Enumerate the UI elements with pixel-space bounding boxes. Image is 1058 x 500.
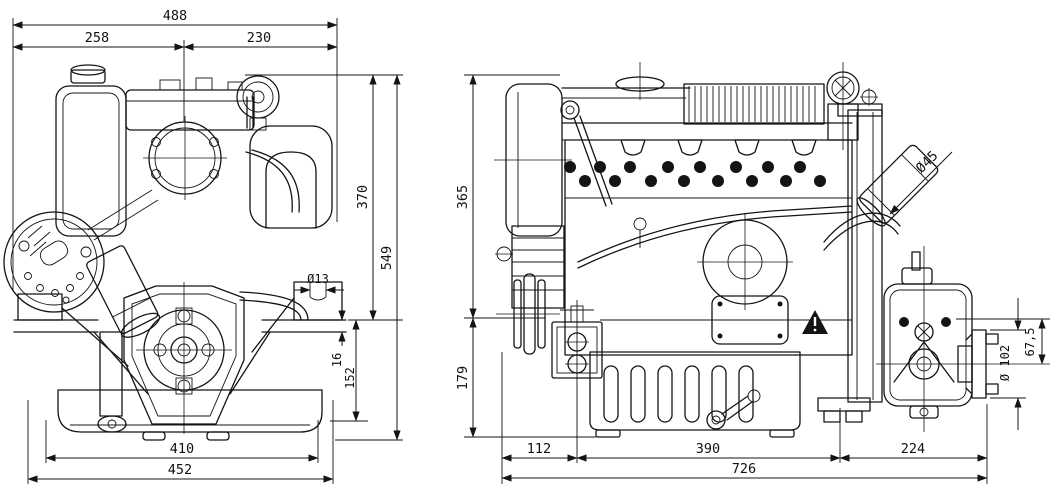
dim-label-390: 390 bbox=[696, 441, 720, 457]
gearbox bbox=[876, 246, 1050, 432]
front-view: 488 258 230 370 549 Ø13 bbox=[3, 8, 403, 484]
dim-label-152: 152 bbox=[343, 367, 357, 389]
mount-rails bbox=[13, 281, 347, 367]
injector-caps bbox=[564, 139, 826, 187]
dim-label-488: 488 bbox=[163, 8, 187, 24]
dim-exhaust-diameter: Ø45 bbox=[889, 148, 953, 215]
flywheel-housing bbox=[837, 103, 883, 403]
crank-pulley-side bbox=[496, 273, 560, 355]
dim-label-452: 452 bbox=[168, 462, 192, 478]
dim-label-112: 112 bbox=[527, 441, 551, 457]
injection-pump bbox=[697, 214, 793, 310]
air-intake-silencer bbox=[249, 125, 333, 229]
dim-front-overall-width: 488 bbox=[12, 8, 338, 290]
dim-label-o13: Ø13 bbox=[307, 272, 329, 286]
seawater-pump-handwheel bbox=[826, 62, 878, 150]
dim-label-410: 410 bbox=[170, 441, 194, 457]
expansion-tank bbox=[55, 64, 127, 237]
crank-pulley-front bbox=[236, 75, 280, 131]
dim-output-drop: 67,5 bbox=[956, 318, 1050, 365]
dim-label-224: 224 bbox=[901, 441, 925, 457]
dim-side-heights: 365 179 bbox=[455, 74, 596, 438]
exhaust-elbow bbox=[823, 144, 939, 251]
dim-label-549: 549 bbox=[379, 246, 395, 270]
dim-label-67-5: 67,5 bbox=[1023, 328, 1037, 357]
dim-front-mount-details: 16 152 bbox=[330, 306, 368, 422]
warning-triangle bbox=[802, 310, 828, 334]
support-post bbox=[97, 331, 127, 433]
dim-label-258: 258 bbox=[85, 30, 109, 46]
oil-pan bbox=[57, 331, 323, 441]
heat-exchanger-end-tank bbox=[494, 83, 572, 237]
heat-exchanger-fins bbox=[683, 83, 825, 125]
fuel-pipes bbox=[577, 205, 853, 269]
alternator-side bbox=[495, 225, 565, 309]
dim-front-split-widths: 258 230 bbox=[12, 30, 338, 122]
dim-label-365: 365 bbox=[455, 185, 471, 209]
dim-label-179: 179 bbox=[455, 366, 471, 390]
dim-label-230: 230 bbox=[247, 30, 271, 46]
dim-label-o102: Ø 102 bbox=[998, 345, 1012, 381]
drain-valve bbox=[706, 389, 761, 430]
output-flange bbox=[957, 329, 999, 399]
inspection-plate bbox=[711, 295, 789, 345]
dim-label-726: 726 bbox=[732, 461, 756, 477]
dim-front-mount-hole: Ø13 bbox=[294, 272, 344, 294]
side-view: 365 179 Ø45 67,5 Ø 102 bbox=[455, 62, 1050, 484]
stop-lever bbox=[560, 100, 613, 207]
dim-label-370: 370 bbox=[355, 185, 371, 209]
dim-flange-diameter: Ø 102 bbox=[990, 298, 1026, 430]
gearbox-housing-front bbox=[123, 282, 309, 434]
water-pump bbox=[143, 116, 227, 200]
exhaust-riser-pipes bbox=[245, 96, 300, 213]
oil-pan-side bbox=[589, 351, 801, 438]
dim-side-bottom-lengths: 112 390 224 726 bbox=[501, 300, 988, 484]
dim-front-bottom-widths: 410 452 bbox=[27, 400, 334, 484]
dim-front-heights: 370 549 bbox=[245, 74, 403, 441]
dim-label-16: 16 bbox=[330, 353, 344, 367]
alternator bbox=[3, 189, 159, 313]
